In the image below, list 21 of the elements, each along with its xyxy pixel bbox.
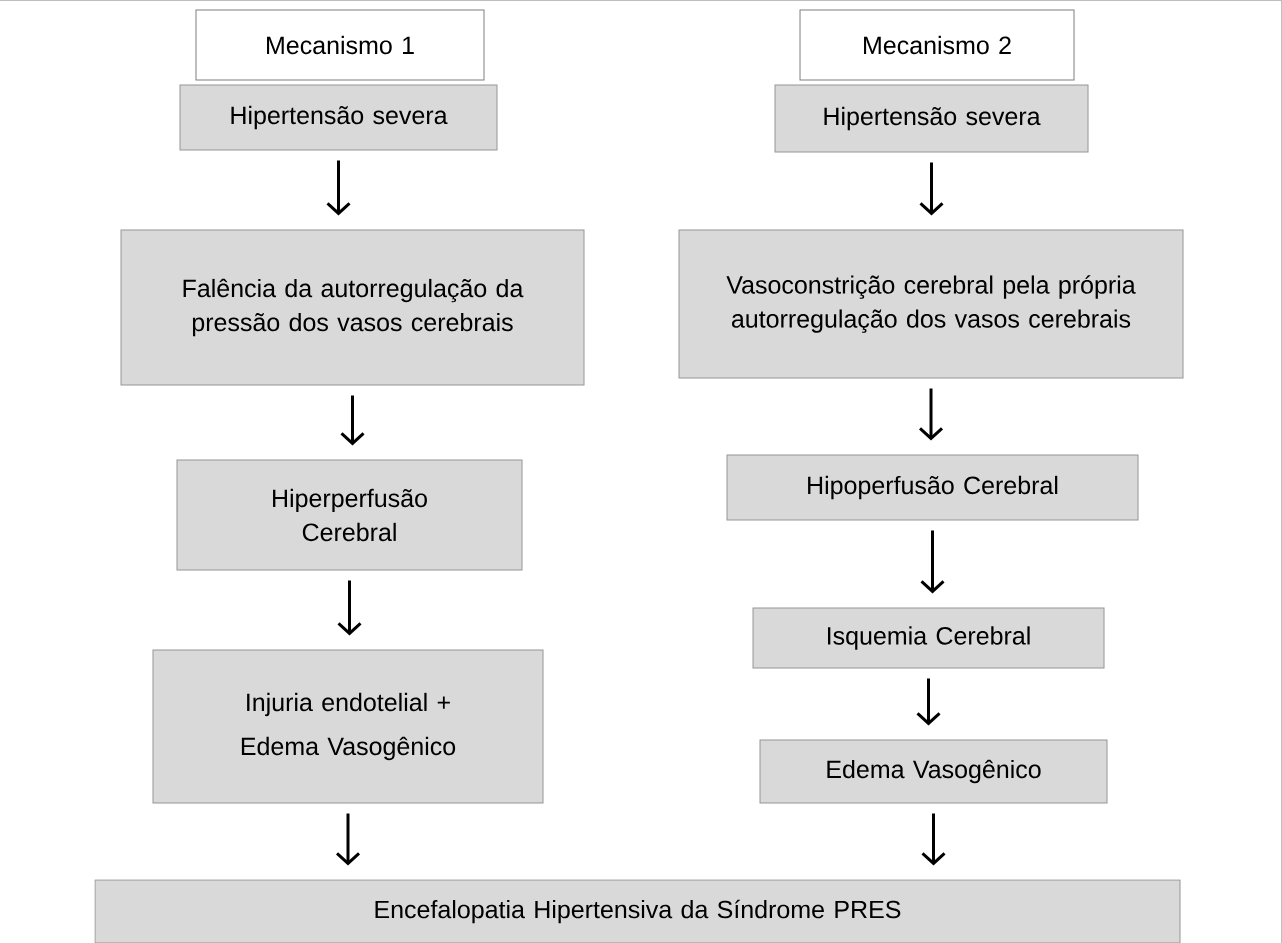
arrow <box>916 678 941 726</box>
arrow <box>920 530 945 594</box>
arrow <box>919 162 944 216</box>
process-box: Falência da autorregulação da pressão dos vasos cerebrais <box>120 229 585 386</box>
heading-box: Mecanismo 2 <box>799 9 1075 81</box>
arrow <box>340 395 365 446</box>
process-box: Vasoconstrição cerebral pela própria autorregulação dos vasos cerebrais <box>678 229 1184 379</box>
process-box: Hipertensão severa <box>179 84 498 151</box>
arrow <box>336 813 360 866</box>
process-box: Injuria endotelial + Edema Vasogênico <box>152 649 544 804</box>
process-box: Encefalopatia Hipertensiva da Síndrome PRES <box>94 879 1181 943</box>
arrow <box>326 160 351 216</box>
arrow <box>921 813 946 866</box>
arrow <box>919 388 943 441</box>
heading-box: Mecanismo 1 <box>195 9 485 81</box>
process-box: Hiperperfusão Cerebral <box>176 459 523 571</box>
process-box: Hipertensão severa <box>774 84 1089 153</box>
process-box: Hipoperfusão Cerebral <box>726 454 1139 521</box>
process-box: Isquemia Cerebral <box>752 607 1105 669</box>
arrow <box>337 580 362 636</box>
process-box: Edema Vasogênico <box>759 739 1108 804</box>
